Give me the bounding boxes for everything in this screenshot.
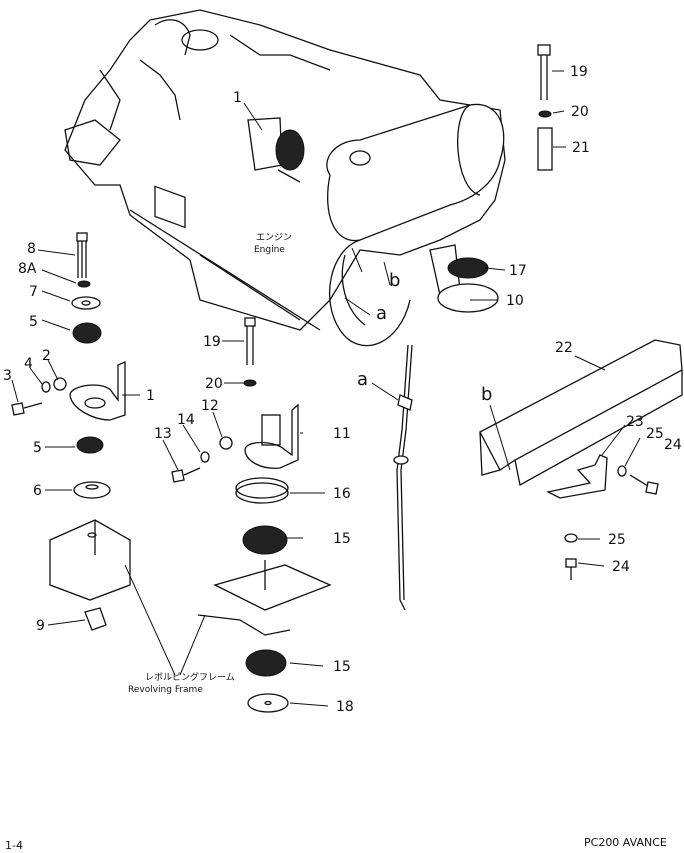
component-labels: エンジン Engine レボルビングフレーム Revolving Frame xyxy=(128,233,292,695)
ref-b-guard: b xyxy=(481,384,492,405)
callout-16: 16 xyxy=(333,486,351,502)
callout-10: 10 xyxy=(506,293,524,309)
frame-label-jp: レボルビングフレーム xyxy=(145,671,235,683)
callout-13: 13 xyxy=(154,426,172,442)
callout-5-lower: 5 xyxy=(33,440,42,456)
footer: 1-4 PC200 AVANCE xyxy=(5,836,667,852)
right-parts xyxy=(393,44,683,611)
callout-20-center: 20 xyxy=(205,376,223,392)
callout-1: 1 xyxy=(146,388,155,404)
callout-15-lower: 15 xyxy=(333,659,351,675)
callout-24-lower: 24 xyxy=(612,559,630,575)
callout-14: 14 xyxy=(177,412,195,428)
callout-2: 2 xyxy=(42,348,51,364)
callout-3: 3 xyxy=(3,368,12,384)
callout-numbers: 1 1 2 3 4 5 5 6 7 8 8A 9 10 11 12 13 14 … xyxy=(3,64,682,715)
callout-24-guard: 24 xyxy=(664,437,682,453)
page-number: 1-4 xyxy=(5,839,23,852)
callout-19-center: 19 xyxy=(203,334,221,350)
ref-b-engine: b xyxy=(389,270,400,291)
callout-15-upper: 15 xyxy=(333,531,351,547)
ref-a-rod: a xyxy=(357,369,368,390)
callout-22: 22 xyxy=(555,340,573,356)
callout-23: 23 xyxy=(626,414,644,430)
left-mount-stack xyxy=(11,232,131,631)
callout-25-lower: 25 xyxy=(608,532,626,548)
callout-20-right: 20 xyxy=(571,104,589,120)
callout-7: 7 xyxy=(29,284,38,300)
callout-1-top: 1 xyxy=(233,90,242,106)
frame-label-en: Revolving Frame xyxy=(128,685,203,695)
callout-9: 9 xyxy=(36,618,45,634)
callout-18: 18 xyxy=(336,699,354,715)
callout-25-guard: 25 xyxy=(646,426,664,442)
callout-5-upper: 5 xyxy=(29,314,38,330)
engine-illustration xyxy=(64,9,506,347)
ref-a-engine: a xyxy=(376,303,387,324)
engine-label-en: Engine xyxy=(254,245,285,255)
leader-lines xyxy=(11,70,641,707)
callout-8: 8 xyxy=(27,241,36,257)
engine-label-jp: エンジン xyxy=(256,233,292,243)
callout-12: 12 xyxy=(201,398,219,414)
center-mount-stack xyxy=(171,317,332,713)
reference-letters: a a b b xyxy=(357,270,492,405)
callout-21: 21 xyxy=(572,140,590,156)
callout-8a: 8A xyxy=(18,261,37,277)
callout-17: 17 xyxy=(509,263,527,279)
model-name: PC200 AVANCE xyxy=(584,836,667,849)
callout-11: 11 xyxy=(333,426,351,442)
callout-4: 4 xyxy=(24,356,33,372)
callout-19-right: 19 xyxy=(570,64,588,80)
callout-6: 6 xyxy=(33,483,42,499)
